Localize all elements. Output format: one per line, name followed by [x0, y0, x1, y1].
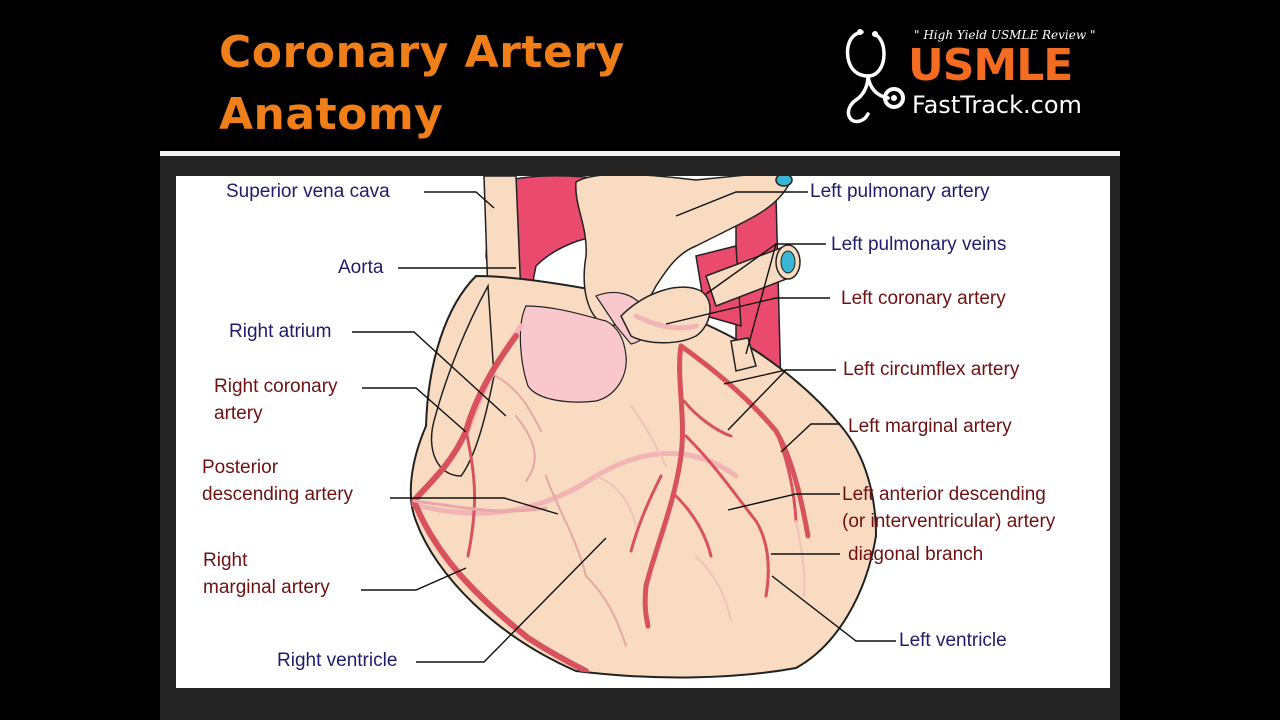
usmle-fasttrack-logo: " High Yield USMLE Review " USMLE FastTr… [840, 26, 1102, 126]
logo-site: FastTrack.com [912, 91, 1082, 119]
left-marginal-artery [774, 429, 798, 523]
label-left-marginal-artery: Left marginal artery [848, 416, 1012, 437]
stethoscope-icon [845, 29, 905, 124]
label-diagonal-branch: diagonal branch [848, 544, 984, 565]
label-aorta: Aorta [338, 257, 384, 278]
heart-diagram-panel: Superior vena cava Aorta Right atrium Ri… [176, 176, 1110, 688]
aortic-root [519, 305, 627, 403]
coronary-arteries [410, 313, 811, 674]
posterior-descending-artery [412, 499, 548, 513]
label-left-ventricle: Left ventricle [899, 630, 1007, 651]
label-right-coronary-artery: Right coronary artery [214, 376, 338, 424]
title-divider [160, 151, 1120, 156]
label-left-coronary-artery: Left coronary artery [841, 288, 1006, 309]
label-left-anterior-descending: Left anterior descending (or interventri… [842, 484, 1056, 532]
right-marginal-artery [464, 429, 477, 558]
label-right-atrium: Right atrium [229, 321, 332, 342]
slide-title: Coronary Artery Anatomy [219, 27, 625, 140]
label-left-pulmonary-artery: Left pulmonary artery [810, 181, 990, 202]
label-leader-lines [352, 191, 896, 663]
label-superior-vena-cava: Superior vena cava [226, 181, 390, 202]
left-pulmonary-vein-lower [730, 337, 757, 372]
pulmonary-artery-opening [775, 176, 793, 187]
pulmonary-trunk [575, 176, 789, 327]
left-anterior-descending-artery [642, 343, 685, 629]
logo-wordmark: USMLE [908, 40, 1073, 91]
label-left-pulmonary-veins: Left pulmonary veins [831, 234, 1007, 255]
heart-illustration [352, 176, 896, 679]
label-posterior-descending-artery: Posterior descending artery [202, 457, 354, 505]
logo-tagline: " High Yield USMLE Review " [914, 28, 1096, 42]
label-left-circumflex-artery: Left circumflex artery [843, 359, 1020, 380]
right-atrium-shape [430, 283, 495, 477]
label-right-ventricle: Right ventricle [277, 650, 398, 671]
diagonal-branch [684, 434, 770, 598]
label-right-marginal-artery: Right marginal artery [203, 550, 330, 598]
